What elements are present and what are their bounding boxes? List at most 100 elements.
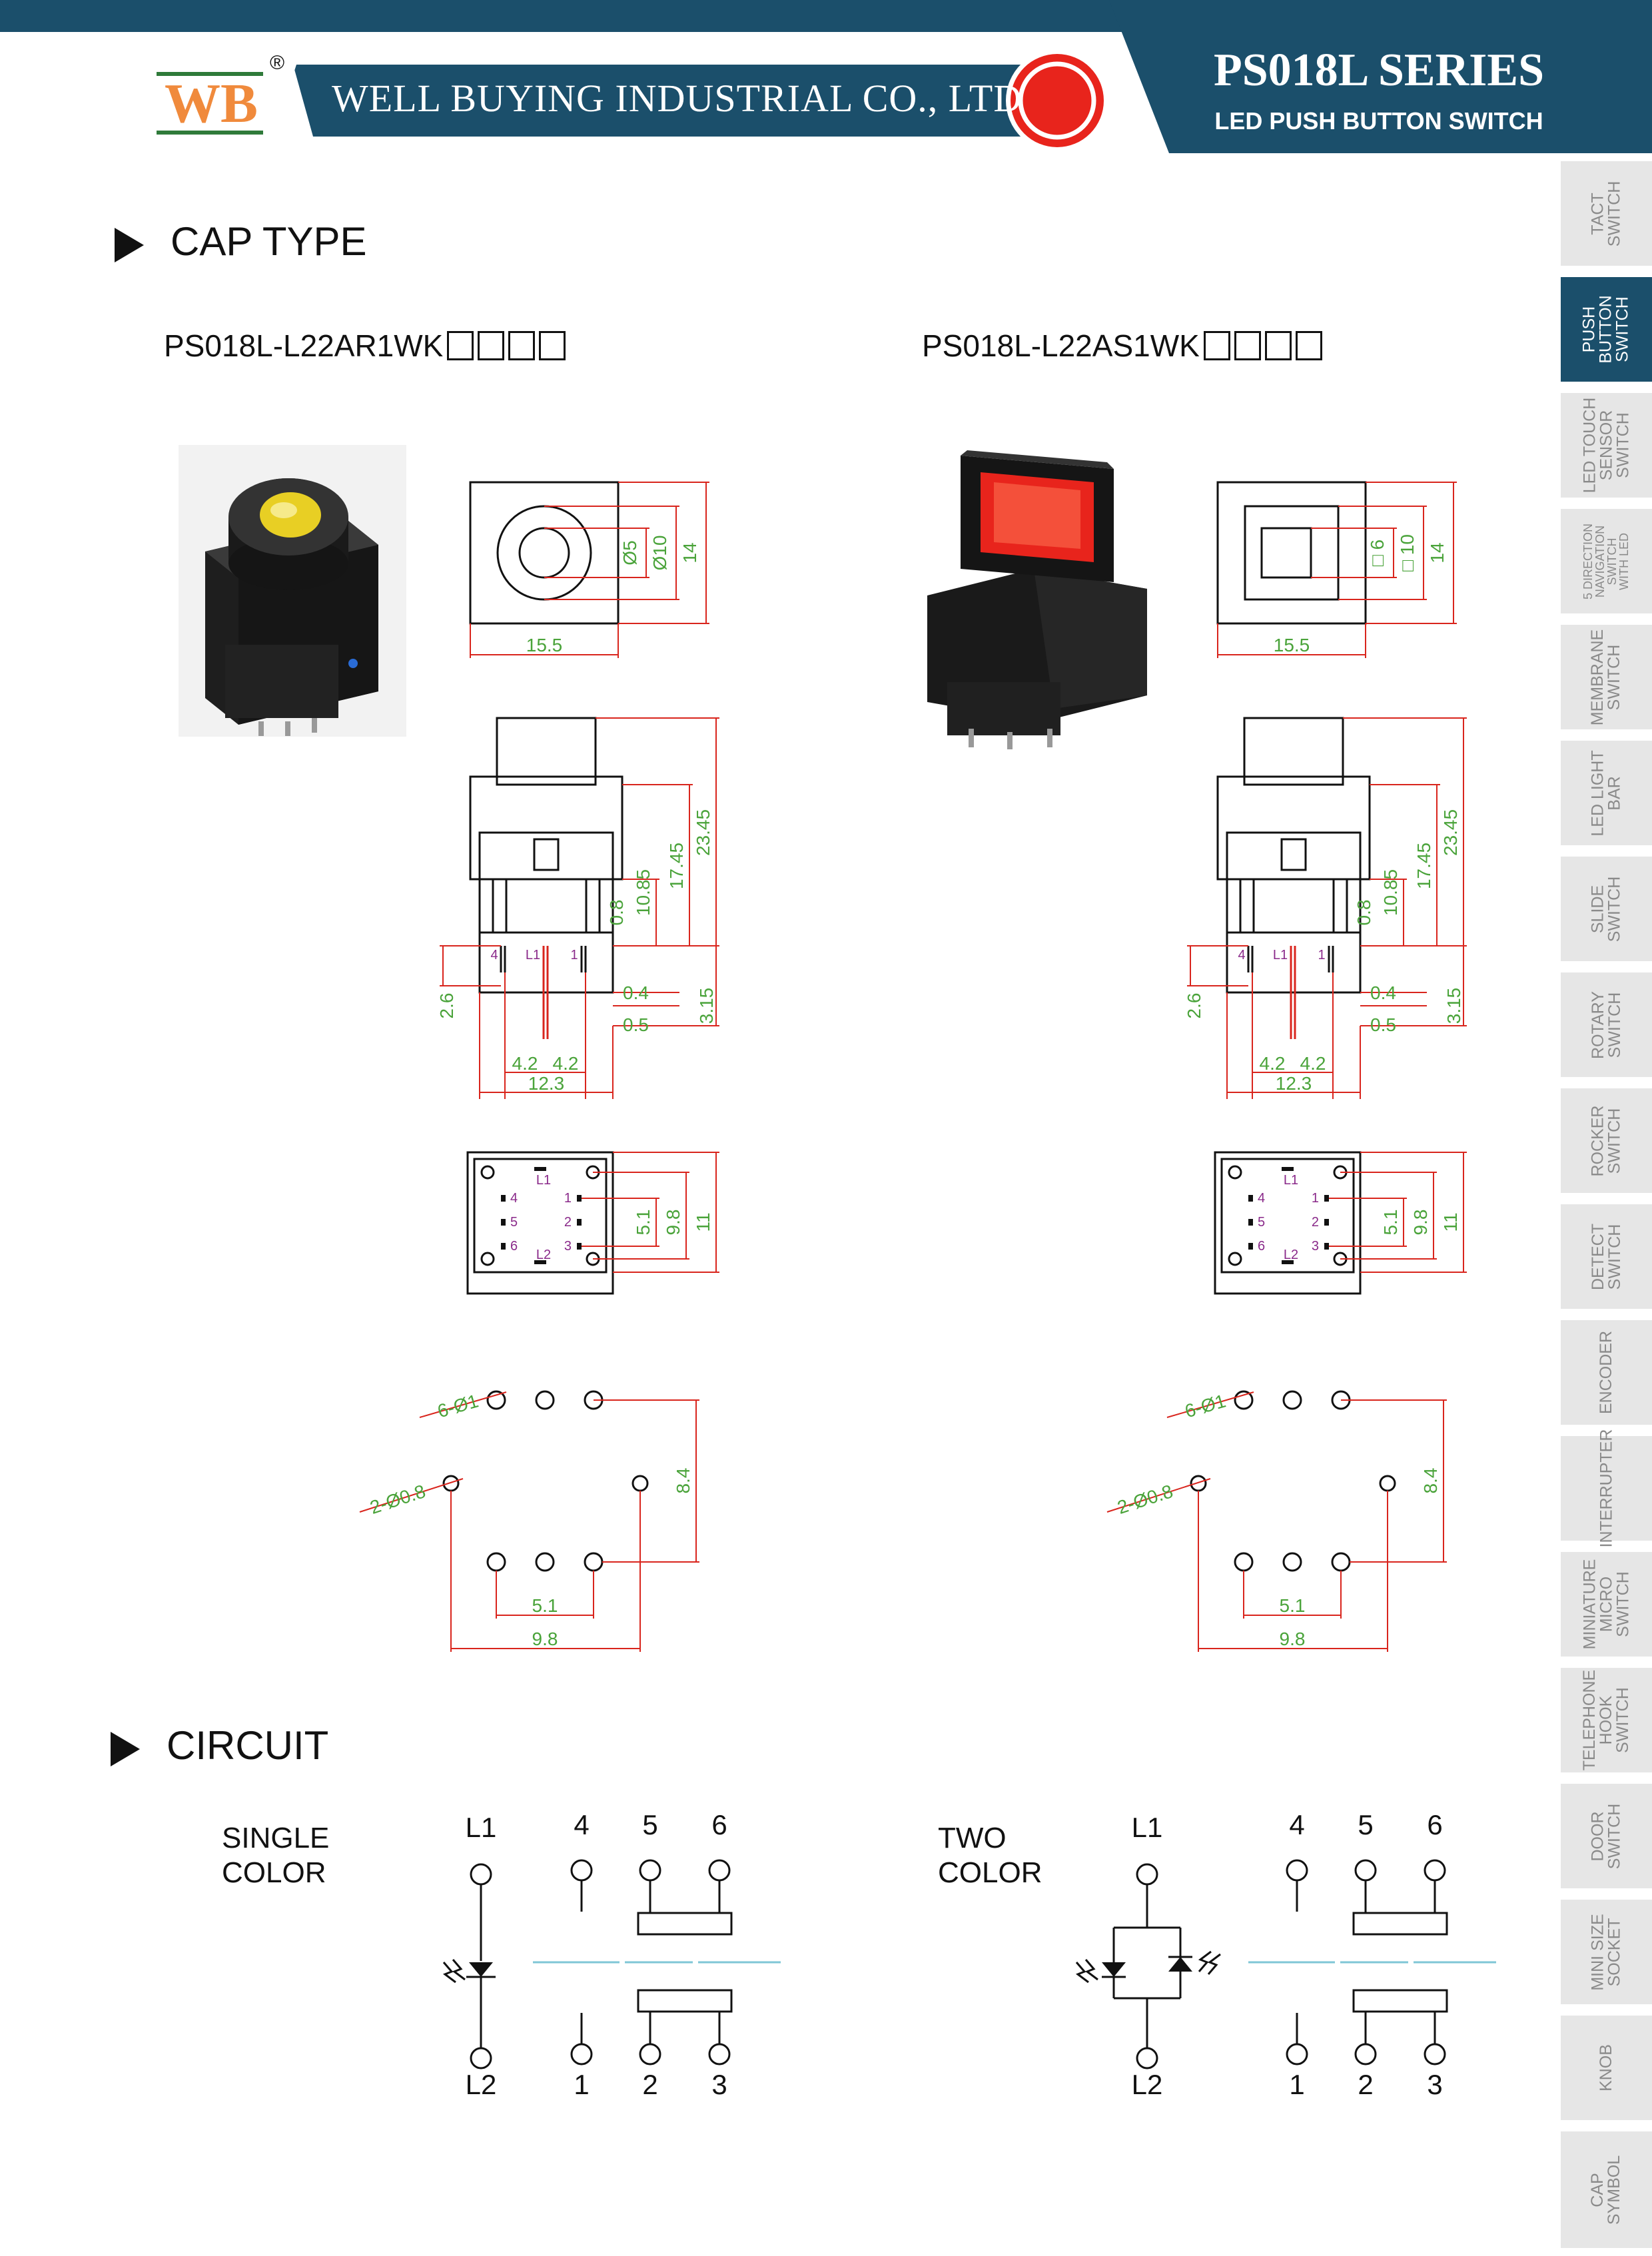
svg-text:L1: L1 [466,1812,497,1843]
svg-text:4: 4 [490,948,498,962]
svg-text:1: 1 [1312,1191,1319,1206]
svg-text:5.1: 5.1 [1280,1595,1306,1616]
svg-text:9.8: 9.8 [532,1629,558,1649]
svg-text:L2: L2 [1132,2069,1163,2100]
svg-text:4.2: 4.2 [512,1053,538,1074]
svg-text:L2: L2 [1284,1248,1298,1262]
svg-text:0.8: 0.8 [1354,900,1374,926]
option-box [539,331,566,360]
logo: WB [164,73,258,135]
svg-text:4.2: 4.2 [1260,1053,1286,1074]
svg-text:5: 5 [510,1215,518,1230]
cap-type-title: CAP TYPE [171,219,367,264]
svg-text:10.85: 10.85 [1380,869,1401,916]
pcb-footprint-right: 6-Ø1 2-Ø0.8 8.4 5.1 9.8 [1106,1390,1447,1652]
svg-text:3: 3 [711,2069,727,2100]
svg-text:1: 1 [564,1191,572,1206]
svg-text:4: 4 [1258,1191,1265,1206]
svg-text:L1: L1 [526,948,540,962]
part-number-square: PS018L-L22AS1WK [922,328,1322,364]
svg-text:4.2: 4.2 [553,1053,579,1074]
bottom-view-left: L1 1 2 3 4 5 6 L2 5.1 9.8 11 [466,1151,719,1295]
svg-text:3.15: 3.15 [1444,988,1464,1024]
svg-text:□ 10: □ 10 [1397,534,1418,571]
sidebar-item-knob[interactable]: KNOB [1561,2016,1652,2123]
series-subtitle: LED PUSH BUTTON SWITCH [1214,107,1543,135]
svg-text:14: 14 [679,542,700,563]
svg-text:14: 14 [1427,542,1447,563]
svg-text:10.85: 10.85 [633,869,653,916]
sidebar-item-encoder[interactable]: ENCODER [1561,1320,1652,1428]
svg-text:2.6: 2.6 [436,993,457,1019]
svg-text:0.4: 0.4 [623,982,649,1003]
svg-text:4: 4 [574,1809,589,1840]
svg-text:8.4: 8.4 [673,1468,693,1494]
svg-text:2: 2 [1312,1215,1319,1230]
svg-text:1: 1 [1289,2069,1304,2100]
svg-text:3.15: 3.15 [696,988,717,1024]
sidebar-item-interrupter[interactable]: INTERRUPTER [1561,1429,1652,1547]
svg-text:L1: L1 [536,1173,551,1188]
company-name: WELL BUYING INDUSTRIAL CO., LTD [332,77,1023,120]
bottom-view-right: L1 1 2 3 4 5 6 L2 5.1 9.8 11 [1214,1151,1467,1295]
svg-text:1: 1 [1318,948,1325,962]
pcb-footprint-left: 6-Ø1 2-Ø0.8 8.4 5.1 9.8 [359,1390,699,1652]
svg-text:2: 2 [564,1215,572,1230]
svg-text:3: 3 [1312,1239,1319,1254]
svg-text:8.4: 8.4 [1420,1468,1441,1494]
svg-text:L2: L2 [466,2069,497,2100]
svg-text:6-Ø1: 6-Ø1 [1182,1390,1228,1421]
top-view-square-cap: □ 6 □ 10 14 15.5 [1216,481,1457,658]
option-box [1264,331,1292,360]
single-color-label: SINGLE COLOR [222,1822,330,1889]
svg-text:Ø5: Ø5 [620,540,640,565]
option-box [447,331,474,360]
svg-text:11: 11 [693,1212,713,1232]
svg-text:12.3: 12.3 [1276,1073,1312,1094]
svg-text:5: 5 [1258,1215,1265,1230]
side-view-left: 4 L1 1 0.8 10.85 17.45 23.45 2.6 0.4 0.5… [436,717,719,1099]
svg-text:4.2: 4.2 [1300,1053,1326,1074]
svg-text:23.45: 23.45 [693,809,713,856]
svg-text:5.1: 5.1 [532,1595,558,1616]
side-view-right: 4 L1 1 0.8 10.85 17.45 23.45 2.6 0.4 0.5… [1184,717,1467,1099]
svg-text:3: 3 [1427,2069,1442,2100]
svg-text:L1: L1 [1132,1812,1163,1843]
option-box [478,331,505,360]
svg-text:9.8: 9.8 [1280,1629,1306,1649]
svg-text:11: 11 [1440,1212,1461,1232]
option-box [1295,331,1322,360]
svg-text:L2: L2 [536,1248,551,1262]
svg-text:L1: L1 [1284,1173,1298,1188]
svg-text:5.1: 5.1 [633,1210,653,1236]
top-view-round-cap: Ø5 Ø10 14 15.5 [469,481,709,658]
svg-text:1: 1 [570,948,578,962]
svg-text:2: 2 [642,2069,657,2100]
product-photo-round-cap [179,445,406,737]
circuit-title: CIRCUIT [167,1723,329,1768]
two-color-label: TWO COLOR [938,1822,1042,1889]
svg-text:4: 4 [1289,1809,1304,1840]
series-title: PS018L SERIES [1213,45,1545,96]
svg-text:17.45: 17.45 [1414,843,1434,889]
svg-text:5.1: 5.1 [1380,1210,1401,1236]
svg-text:0.8: 0.8 [606,900,627,926]
header-banner [0,0,1652,153]
svg-text:4: 4 [510,1191,518,1206]
svg-text:12.3: 12.3 [528,1073,565,1094]
